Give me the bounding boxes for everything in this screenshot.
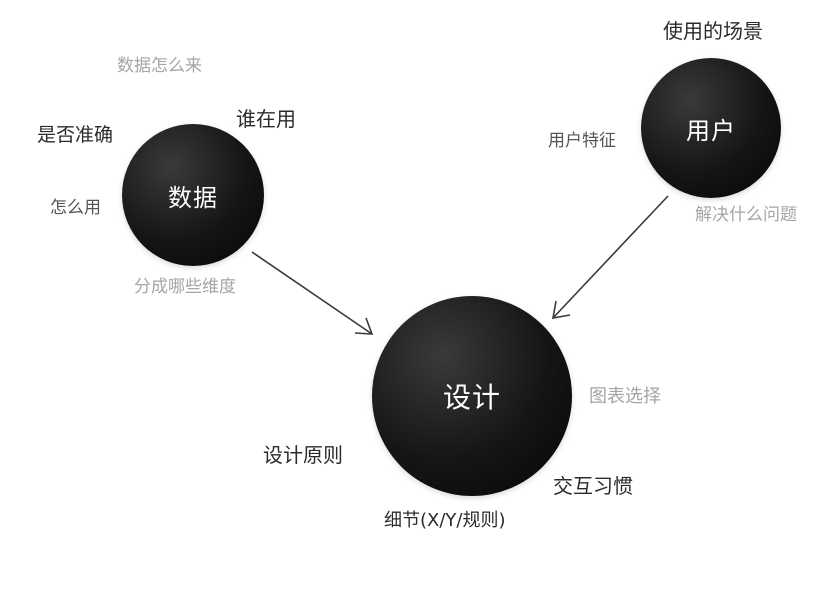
label-design-principles: 设计原则 (263, 443, 343, 467)
arrowhead-data-to-design (354, 317, 374, 335)
label-chart-selection: 图表选择 (589, 386, 661, 407)
label-how-to-use: 怎么用 (50, 198, 101, 218)
label-details: 细节(X/Y/规则) (384, 510, 506, 531)
user-node-label: 用户 (686, 116, 736, 145)
label-problem-solved: 解决什么问题 (695, 205, 797, 225)
label-data-source: 数据怎么来 (117, 56, 202, 76)
design-node-label: 设计 (442, 381, 501, 414)
label-accuracy: 是否准确 (37, 124, 114, 146)
data-node-label: 数据 (168, 183, 218, 212)
label-interaction-habits: 交互习惯 (553, 474, 633, 498)
arrowhead-user-to-design (552, 300, 571, 319)
user-node: 用户 (641, 58, 781, 198)
data-node: 数据 (122, 124, 264, 266)
label-dimensions: 分成哪些维度 (134, 277, 236, 297)
label-user-traits: 用户特征 (548, 131, 616, 151)
label-who-uses: 谁在用 (236, 107, 296, 131)
label-usage-scenario: 使用的场景 (663, 19, 763, 43)
arrow-user-to-design (552, 195, 669, 319)
arrow-data-to-design (251, 251, 373, 335)
design-node: 设计 (372, 296, 572, 496)
